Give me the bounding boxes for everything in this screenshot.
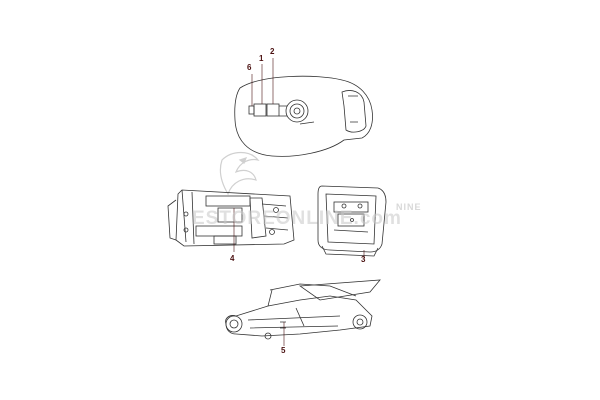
callout-2: 2 <box>270 47 275 56</box>
callout-6: 6 <box>247 63 252 72</box>
watermark-sub-text: NINE <box>396 202 422 212</box>
rear-subframe-part <box>167 189 295 252</box>
callout-3: 3 <box>361 255 366 264</box>
tank-leader-lines <box>251 58 274 106</box>
fuel-tank-part <box>234 75 373 157</box>
seat-rack-part <box>317 185 387 258</box>
callout-4: 4 <box>230 254 235 263</box>
callout-5: 5 <box>281 346 286 355</box>
swingarm-part <box>225 279 381 346</box>
watermark-text: ESTOREONLINE.com <box>192 208 402 229</box>
callout-1: 1 <box>259 54 264 63</box>
watermark-logo-icon <box>219 151 260 196</box>
